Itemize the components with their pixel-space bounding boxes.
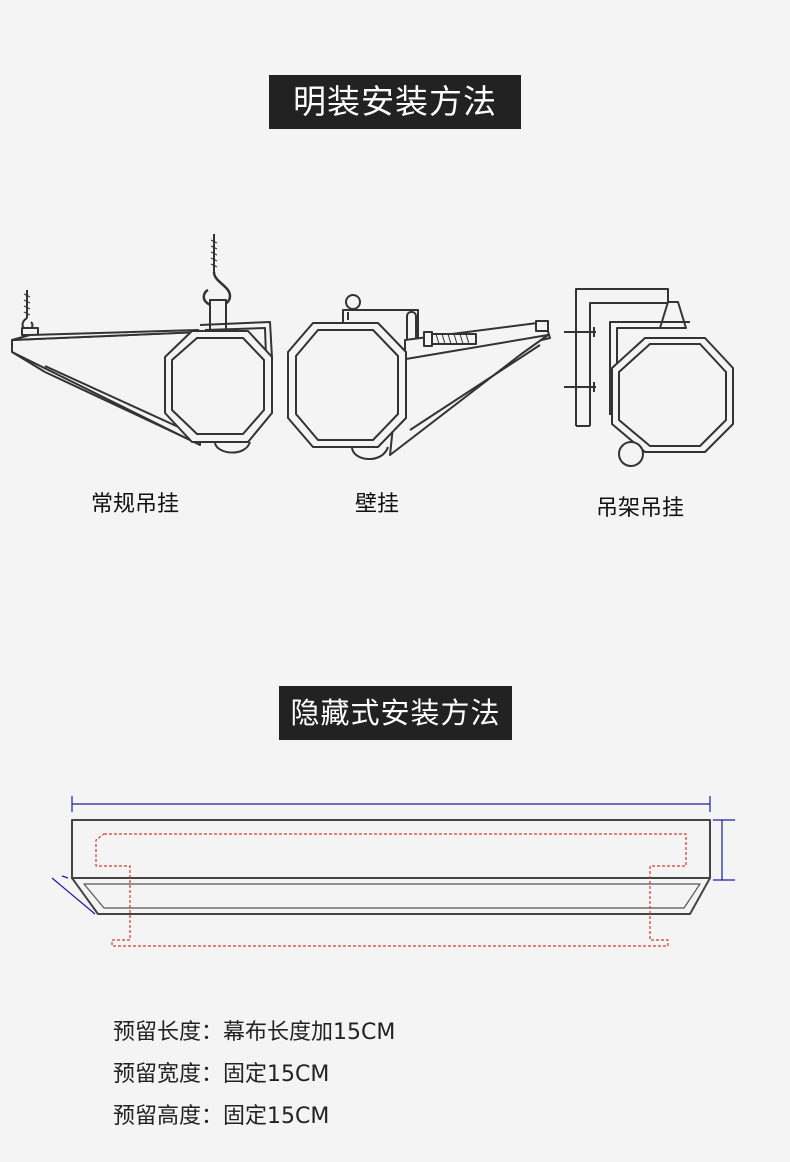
regular-hanging-caption: 常规吊挂	[91, 492, 180, 517]
bracket-hanging-caption: 吊架吊挂	[596, 496, 685, 521]
spec-length: 预留长度：幕布长度加15CM	[113, 1014, 395, 1046]
bracket-hanging-illustration	[564, 288, 734, 467]
spec-width-value: 固定15CM	[223, 1062, 330, 1087]
hidden-install-title: 隐藏式安装方法	[279, 686, 512, 740]
wall-mount-caption: 壁挂	[355, 492, 400, 517]
wall-mount-illustration	[287, 294, 551, 460]
surface-install-title: 明装安装方法	[269, 75, 521, 129]
spec-separator: ：	[201, 1104, 224, 1129]
spec-length-value: 幕布长度加15CM	[223, 1020, 396, 1045]
spec-height-label: 预留高度	[113, 1104, 202, 1129]
spec-separator: ：	[201, 1020, 224, 1045]
spec-height: 预留高度：固定15CM	[113, 1098, 329, 1130]
spec-height-value: 固定15CM	[223, 1104, 330, 1129]
recessed-box-diagram	[51, 796, 735, 947]
regular-hanging-illustration	[11, 234, 273, 454]
spec-width: 预留宽度：固定15CM	[113, 1056, 329, 1088]
spec-length-label: 预留长度	[113, 1020, 202, 1045]
spec-width-label: 预留宽度	[113, 1062, 202, 1087]
spec-separator: ：	[201, 1062, 224, 1087]
